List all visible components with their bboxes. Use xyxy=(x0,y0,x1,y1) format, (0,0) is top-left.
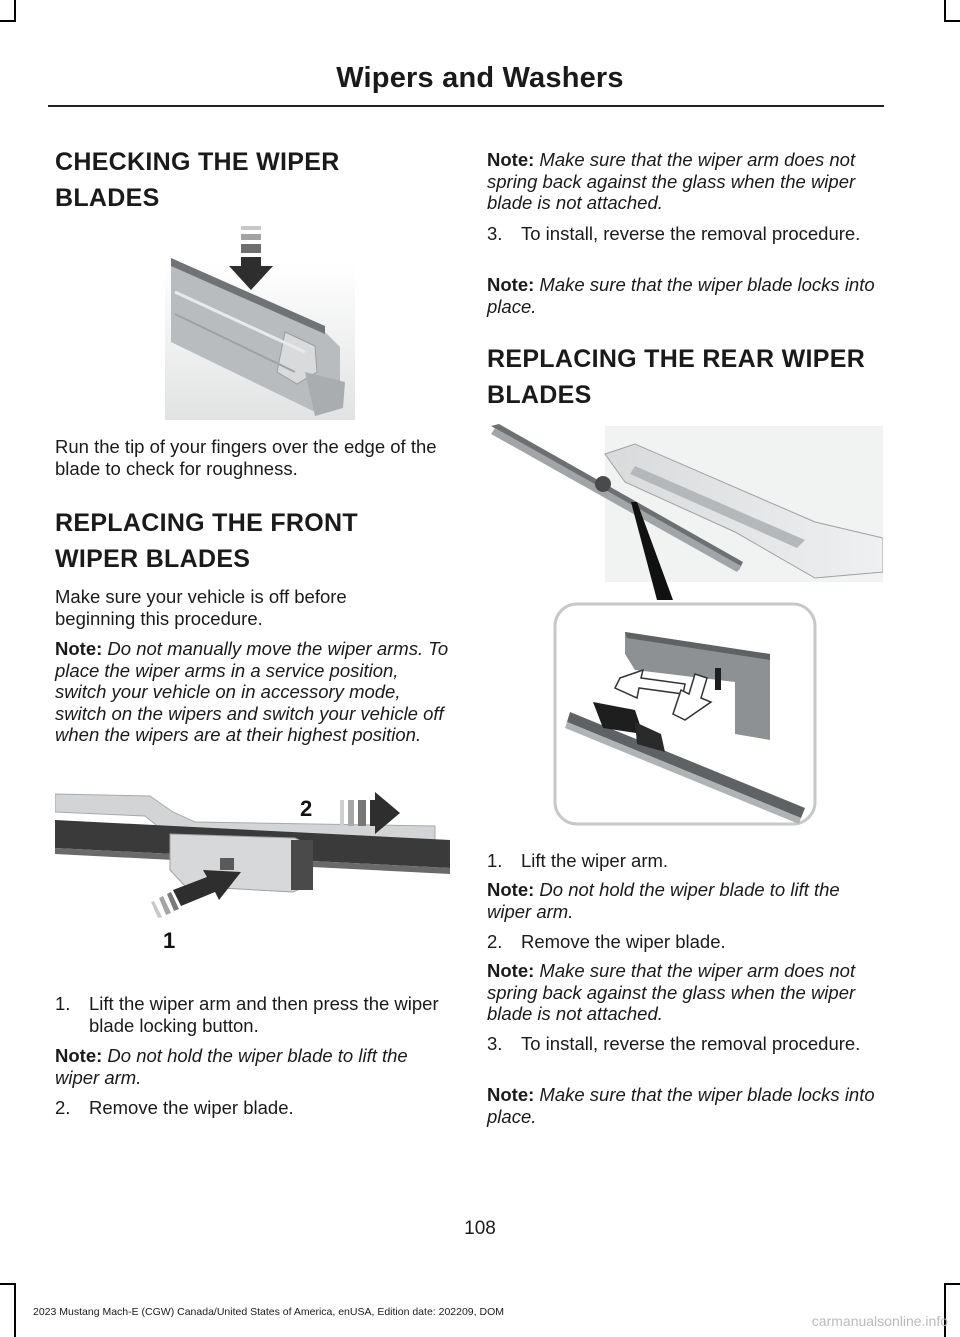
arrow-stripe xyxy=(241,244,261,253)
step-rear-1: 1. Lift the wiper arm. xyxy=(487,850,882,872)
heading-line: CHECKING THE WIPER xyxy=(55,148,340,176)
note-text: Make sure that the wiper arm does not sp… xyxy=(487,149,856,213)
arrow-stripe xyxy=(348,800,354,826)
rear-wiper-arm xyxy=(604,443,883,579)
crop-mark xyxy=(944,0,946,22)
arrow-stripe xyxy=(241,234,261,240)
edition-footer: 2023 Mustang Mach-E (CGW) Canada/United … xyxy=(33,1306,504,1318)
arrow-stripe xyxy=(358,800,366,826)
connector-band xyxy=(291,840,313,890)
callout-1: 1 xyxy=(163,928,175,952)
step-rear-3: 3. To install, reverse the removal proce… xyxy=(487,1033,882,1077)
detail-clip-lower xyxy=(635,722,665,752)
watermark: carmanualsonline.info xyxy=(811,1313,948,1329)
note-front-lift: Note: Do not hold the wiper blade to lif… xyxy=(55,1045,453,1088)
detail-clip xyxy=(593,702,643,734)
step-number: 2. xyxy=(55,1097,71,1118)
crop-mark xyxy=(14,0,16,22)
note-label: Note: xyxy=(487,1084,535,1105)
step-number: 3. xyxy=(487,223,503,244)
rear-arm-detail xyxy=(630,466,805,548)
rear-blade-edge xyxy=(491,428,741,572)
callout-pointer xyxy=(631,502,673,600)
note-text: Do not hold the wiper blade to lift the … xyxy=(487,879,840,922)
section-heading-checking: CHECKING THE WIPER BLADES xyxy=(55,147,455,213)
step-front-2: 2. Remove the wiper blade. xyxy=(55,1097,450,1119)
arrow-stripe xyxy=(151,901,162,918)
callout-2: 2 xyxy=(300,796,312,821)
note-service-position: Note: Do not manually move the wiper arm… xyxy=(55,638,453,746)
note-label: Note: xyxy=(487,960,535,981)
locking-button xyxy=(220,858,234,870)
illustration-rear-blade-release xyxy=(491,424,883,826)
detail-blade-edge xyxy=(565,722,801,824)
note-text: Make sure that the wiper blade locks int… xyxy=(487,1084,875,1127)
arrow-stripe xyxy=(167,892,179,911)
section-heading-front: REPLACING THE FRONT WIPER BLADES xyxy=(55,508,455,574)
heading-line: REPLACING THE REAR WIPER xyxy=(487,345,866,373)
note-arm-spring-back: Note: Make sure that the wiper arm does … xyxy=(487,149,882,214)
header-divider xyxy=(48,105,884,107)
illustration-blade-edge-check xyxy=(165,226,355,420)
crop-mark xyxy=(944,1283,960,1285)
heading-line: BLADES xyxy=(55,184,160,212)
detail-pin xyxy=(715,668,721,690)
blade-line xyxy=(174,290,306,354)
step-number: 1. xyxy=(55,993,71,1014)
arrow-double-icon xyxy=(672,673,713,721)
step-text: Lift the wiper arm. xyxy=(521,850,669,871)
arrow-stripe xyxy=(159,896,171,915)
crop-mark xyxy=(0,1283,16,1285)
step-text: Remove the wiper blade. xyxy=(89,1097,294,1118)
note-rear-lift: Note: Do not hold the wiper blade to lif… xyxy=(487,879,882,922)
arrow-down-icon xyxy=(229,257,273,290)
arrow-stripe xyxy=(340,800,344,826)
note-blade-locks: Note: Make sure that the wiper blade loc… xyxy=(487,274,882,317)
note-label: Note: xyxy=(487,274,535,295)
heading-line: BLADES xyxy=(487,381,592,409)
detail-blade xyxy=(567,712,805,818)
page-title: Wipers and Washers xyxy=(336,62,624,94)
arrow-stripe xyxy=(241,226,261,230)
step-text: Lift the wiper arm and then press the wi… xyxy=(89,993,439,1036)
blade-pivot xyxy=(595,476,611,492)
heading-line: REPLACING THE FRONT xyxy=(55,509,358,537)
note-label: Note: xyxy=(487,149,535,170)
page-number: 108 xyxy=(464,1218,496,1239)
note-label: Note: xyxy=(55,638,103,659)
blade-tip xyxy=(305,372,345,416)
crop-mark xyxy=(944,20,960,22)
step-rear-2: 2. Remove the wiper blade. xyxy=(487,931,882,953)
note-text: Do not hold the wiper blade to lift the … xyxy=(55,1045,408,1088)
crop-mark xyxy=(944,1283,946,1337)
heading-line: WIPER BLADES xyxy=(55,545,251,573)
note-rear-locks: Note: Make sure that the wiper blade loc… xyxy=(487,1084,882,1127)
step-front-1: 1. Lift the wiper arm and then press the… xyxy=(55,993,450,1037)
arrow-push-icon xyxy=(173,870,241,906)
step-text: Remove the wiper blade. xyxy=(521,931,726,952)
step-number: 2. xyxy=(487,931,503,952)
crop-mark xyxy=(14,1283,16,1337)
note-text: Do not manually move the wiper arms. To … xyxy=(55,638,449,745)
paragraph-front-intro: Make sure your vehicle is off before beg… xyxy=(55,586,347,629)
detail-arm-top xyxy=(625,632,770,660)
illustration-front-blade-release: 2 1 xyxy=(55,792,450,952)
note-rear-spring-back: Note: Make sure that the wiper arm does … xyxy=(487,960,882,1025)
step-front-3: 3. To install, reverse the removal proce… xyxy=(487,223,882,267)
blade-edge xyxy=(171,258,325,334)
blade-line xyxy=(174,313,296,373)
step-number: 3. xyxy=(487,1033,503,1054)
note-text: Make sure that the wiper blade locks int… xyxy=(487,274,875,317)
detail-arm xyxy=(625,632,770,740)
crop-mark xyxy=(0,20,16,22)
note-label: Note: xyxy=(487,879,535,900)
arrow-right-icon xyxy=(370,792,400,834)
step-text: To install, reverse the removal procedur… xyxy=(521,1033,861,1054)
section-heading-rear: REPLACING THE REAR WIPER BLADES xyxy=(487,344,887,410)
note-text: Make sure that the wiper arm does not sp… xyxy=(487,960,856,1024)
step-text: To install, reverse the removal procedur… xyxy=(521,223,861,244)
note-label: Note: xyxy=(55,1045,103,1066)
step-number: 1. xyxy=(487,850,503,871)
paragraph-checking: Run the tip of your fingers over the edg… xyxy=(55,436,437,479)
